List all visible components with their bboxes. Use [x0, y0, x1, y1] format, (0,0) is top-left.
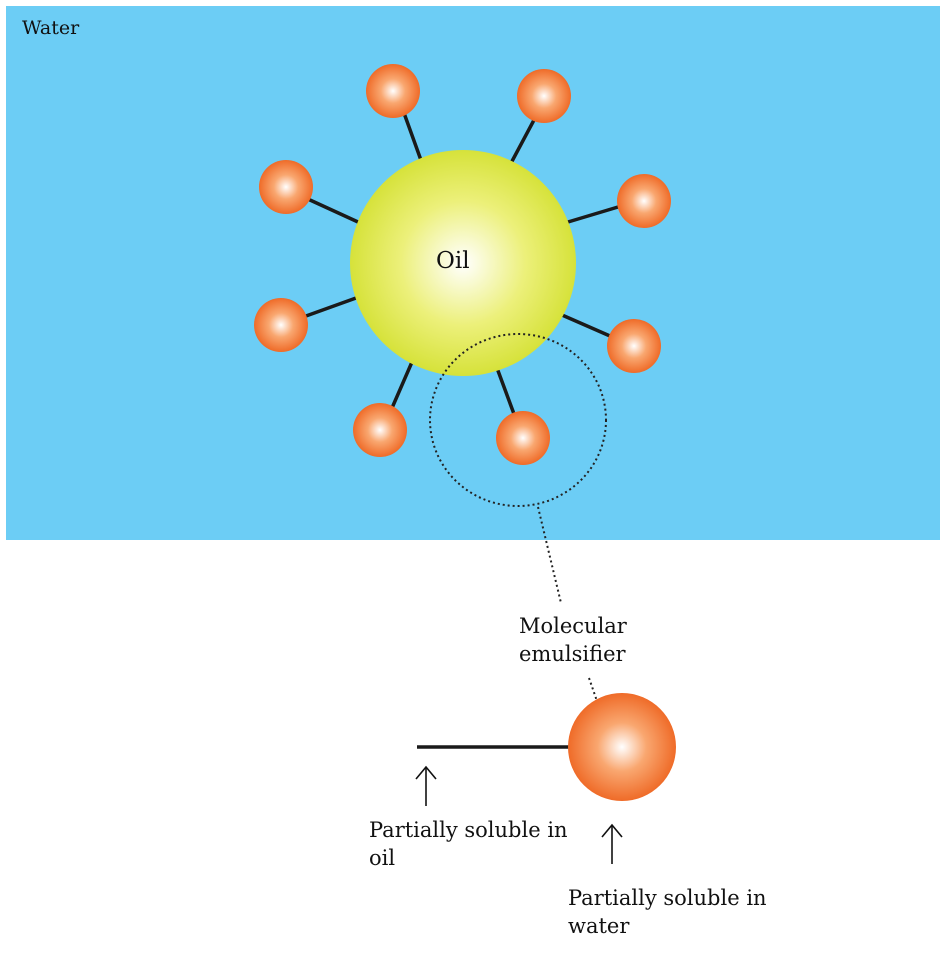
tail-5 — [495, 366, 516, 416]
head-8 — [259, 160, 313, 214]
molecular-emulsifier-label: Molecular emulsifier — [519, 612, 627, 668]
head-5 — [496, 411, 550, 465]
tail-3 — [566, 205, 620, 224]
tail-4 — [560, 313, 612, 338]
oil-label: Oil — [436, 248, 470, 274]
tail-7 — [304, 296, 358, 318]
tail-1 — [402, 111, 424, 165]
tail-8 — [308, 198, 360, 224]
oil-soluble-label-line-1: Partially soluble in — [369, 818, 568, 842]
oil-soluble-label-line-2: oil — [369, 846, 396, 870]
water-soluble-label-line-1: Partially soluble in — [568, 886, 767, 910]
head-7 — [254, 298, 308, 352]
emulsifier-tails — [304, 111, 620, 416]
oil-soluble-label: Partially soluble in oil — [369, 816, 568, 872]
emulsifier-label-line-2: emulsifier — [519, 642, 626, 666]
highlight-circle — [429, 333, 607, 507]
water-soluble-label: Partially soluble in water — [568, 884, 767, 940]
oil-droplet — [350, 150, 576, 376]
emulsifier-heads — [254, 64, 671, 465]
arrow-water-soluble — [601, 823, 623, 864]
water-label: Water — [22, 17, 80, 39]
arrow-oil-soluble — [415, 765, 437, 806]
emulsifier-label-line-1: Molecular — [519, 614, 627, 638]
enlarged-head — [568, 693, 676, 801]
leader-line-upper — [537, 506, 562, 604]
tail-6 — [390, 360, 414, 410]
head-4 — [607, 319, 661, 373]
head-2 — [517, 69, 571, 123]
head-3 — [617, 174, 671, 228]
head-6 — [353, 403, 407, 457]
water-soluble-label-line-2: water — [568, 914, 630, 938]
head-1 — [366, 64, 420, 118]
tail-2 — [508, 118, 536, 167]
